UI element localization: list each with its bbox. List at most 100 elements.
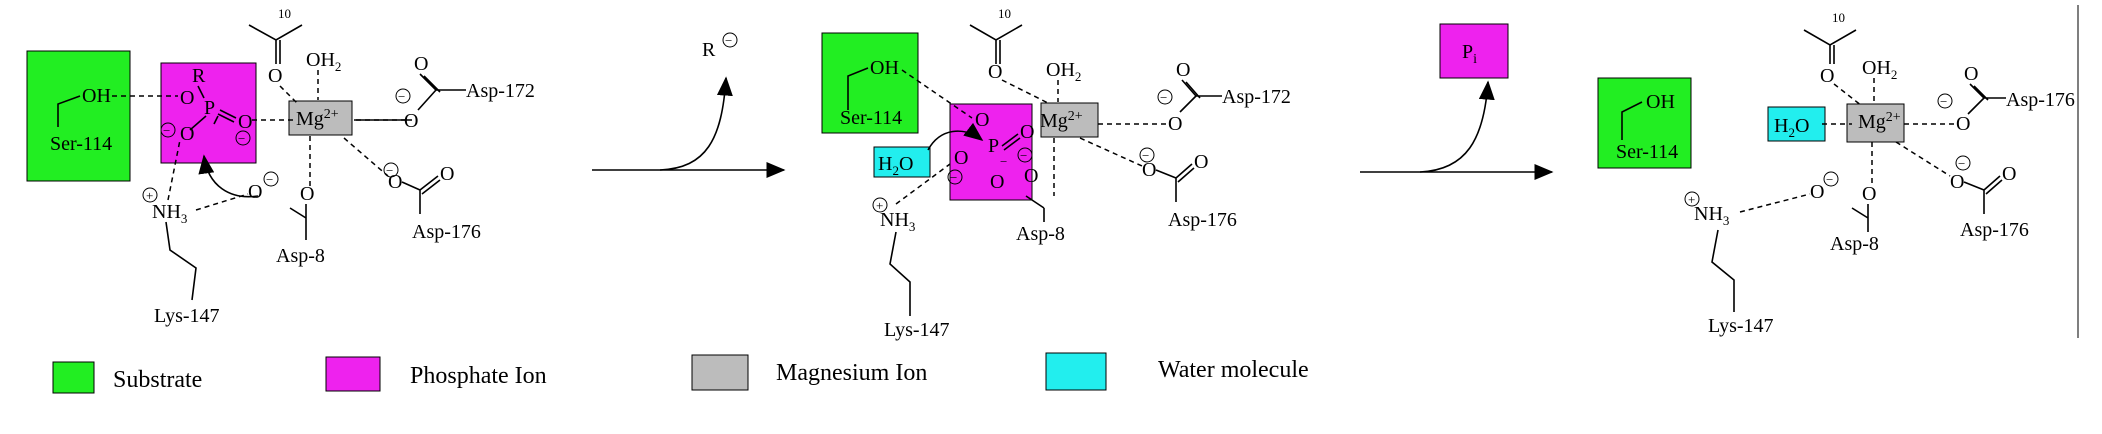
svg-text:OH: OH	[1646, 91, 1675, 113]
svg-text:O: O	[180, 87, 194, 109]
asp176-label-3a: Asp-176	[2006, 89, 2075, 111]
svg-text:−: −	[1826, 172, 1833, 187]
mg-label-1: Mg2+	[296, 107, 339, 130]
svg-text:O: O	[300, 183, 314, 205]
substrate-box	[26, 50, 131, 182]
svg-text:O: O	[1024, 165, 1038, 187]
svg-text:O: O	[2002, 163, 2016, 185]
svg-text:O: O	[988, 61, 1002, 83]
legend-swatch-water	[1045, 352, 1107, 391]
ser-label-2: Ser-114	[840, 107, 902, 129]
substrate-box	[1597, 77, 1692, 169]
magnesium-box	[1846, 103, 1905, 143]
svg-text:10: 10	[998, 6, 1011, 21]
substrate-box	[821, 32, 919, 134]
svg-text:−: −	[1000, 154, 1007, 169]
svg-text:O: O	[1820, 65, 1834, 87]
svg-text:O: O	[1810, 181, 1824, 203]
svg-text:−: −	[266, 172, 273, 187]
svg-text:NH3: NH3	[152, 201, 187, 226]
svg-text:O: O	[954, 147, 968, 169]
svg-text:O: O	[1142, 159, 1156, 181]
asp8-label-3: Asp-8	[1830, 233, 1879, 255]
svg-text:O: O	[268, 65, 282, 87]
svg-text:H2O: H2O	[878, 153, 913, 178]
svg-text:OH2: OH2	[1046, 59, 1081, 84]
svg-text:−: −	[950, 170, 957, 185]
ser-oh-label: OH	[82, 85, 111, 107]
legend-label-phosphate: Phosphate Ion	[410, 363, 547, 389]
asp172-label: Asp-172	[466, 80, 535, 102]
svg-text:−: −	[1142, 148, 1149, 163]
svg-text:O: O	[1176, 59, 1190, 81]
svg-text:−: −	[238, 131, 245, 146]
mg-label-2: Mg2+	[1040, 109, 1083, 132]
water-box	[1767, 106, 1826, 142]
magnesium-box	[288, 100, 353, 136]
panel-1-active-site: OH Ser-114 O R P O O − − Mg2+ 10 O OH2 O…	[26, 6, 535, 327]
svg-text:O: O	[404, 110, 418, 132]
svg-text:OH: OH	[870, 57, 899, 79]
asp176-label-1: Asp-176	[412, 221, 481, 243]
leaving-r-label: R	[702, 39, 716, 61]
svg-text:+: +	[146, 188, 153, 203]
svg-text:O: O	[1168, 113, 1182, 135]
asp176-label-3b: Asp-176	[1960, 219, 2029, 241]
svg-text:H2O: H2O	[1774, 115, 1809, 140]
mg-label-3: Mg2+	[1858, 110, 1901, 133]
svg-text:O: O	[248, 181, 262, 203]
legend: Substrate Phosphate Ion Magnesium Ion Wa…	[52, 352, 1309, 394]
svg-text:+: +	[1688, 192, 1695, 207]
ser-label-3: Ser-114	[1616, 141, 1678, 163]
svg-text:−: −	[1958, 156, 1965, 171]
panel-3-active-site: OH Ser-114 H2O Mg2+ 10 O OH2 O O Asp-176…	[1597, 10, 2075, 337]
svg-text:10: 10	[1832, 10, 1845, 25]
step-arrow-2: Pi	[1360, 23, 1554, 180]
svg-text:O: O	[440, 163, 454, 185]
svg-text:OH2: OH2	[306, 49, 341, 74]
svg-text:+: +	[876, 198, 883, 213]
water-box	[873, 146, 931, 178]
phosphate-box	[160, 62, 257, 164]
svg-text:O: O	[238, 111, 252, 133]
svg-text:O: O	[990, 171, 1004, 193]
phosphorus-label-2: P	[988, 135, 999, 157]
legend-label-magnesium: Magnesium Ion	[776, 360, 927, 386]
svg-text:R: R	[192, 65, 206, 87]
svg-text:O: O	[1950, 171, 1964, 193]
svg-text:−: −	[398, 89, 405, 104]
svg-text:O: O	[1194, 151, 1208, 173]
svg-text:O: O	[414, 53, 428, 75]
asp8-label-2: Asp-8	[1016, 223, 1065, 245]
asp176-label-2: Asp-176	[1168, 209, 1237, 231]
legend-label-substrate: Substrate	[113, 367, 202, 393]
legend-swatch-substrate	[52, 361, 95, 394]
svg-text:O: O	[1862, 183, 1876, 205]
asp172-label-2: Asp-172	[1222, 86, 1291, 108]
lys-label-3: Lys-147	[1708, 315, 1774, 337]
svg-text:O: O	[180, 123, 194, 145]
svg-text:O: O	[1020, 121, 1034, 143]
svg-text:−: −	[386, 163, 393, 178]
svg-text:O: O	[1956, 113, 1970, 135]
svg-text:10: 10	[278, 6, 291, 21]
phosphorus-label: P	[204, 97, 215, 119]
panel-2-active-site: OH Ser-114 H2O O P O O O O − − − Mg2+ 10…	[821, 6, 1291, 341]
legend-label-water: Water molecule	[1158, 357, 1309, 383]
legend-swatch-phosphate	[325, 356, 381, 392]
ser-label: Ser-114	[50, 133, 112, 155]
pi-phosphate-box	[1439, 23, 1509, 79]
svg-text:−: −	[1940, 94, 1947, 109]
svg-text:−: −	[1160, 90, 1167, 105]
svg-text:O: O	[975, 109, 989, 131]
svg-text:O: O	[1964, 63, 1978, 85]
pi-label: Pi	[1462, 41, 1477, 67]
svg-text:OH2: OH2	[1862, 57, 1897, 82]
svg-text:NH3: NH3	[1694, 203, 1729, 228]
magnesium-box	[1040, 102, 1099, 138]
svg-text:−: −	[163, 123, 170, 138]
lys-label-1: Lys-147	[154, 305, 220, 327]
svg-text:NH3: NH3	[880, 209, 915, 234]
asp8-label-1: Asp-8	[276, 245, 325, 267]
